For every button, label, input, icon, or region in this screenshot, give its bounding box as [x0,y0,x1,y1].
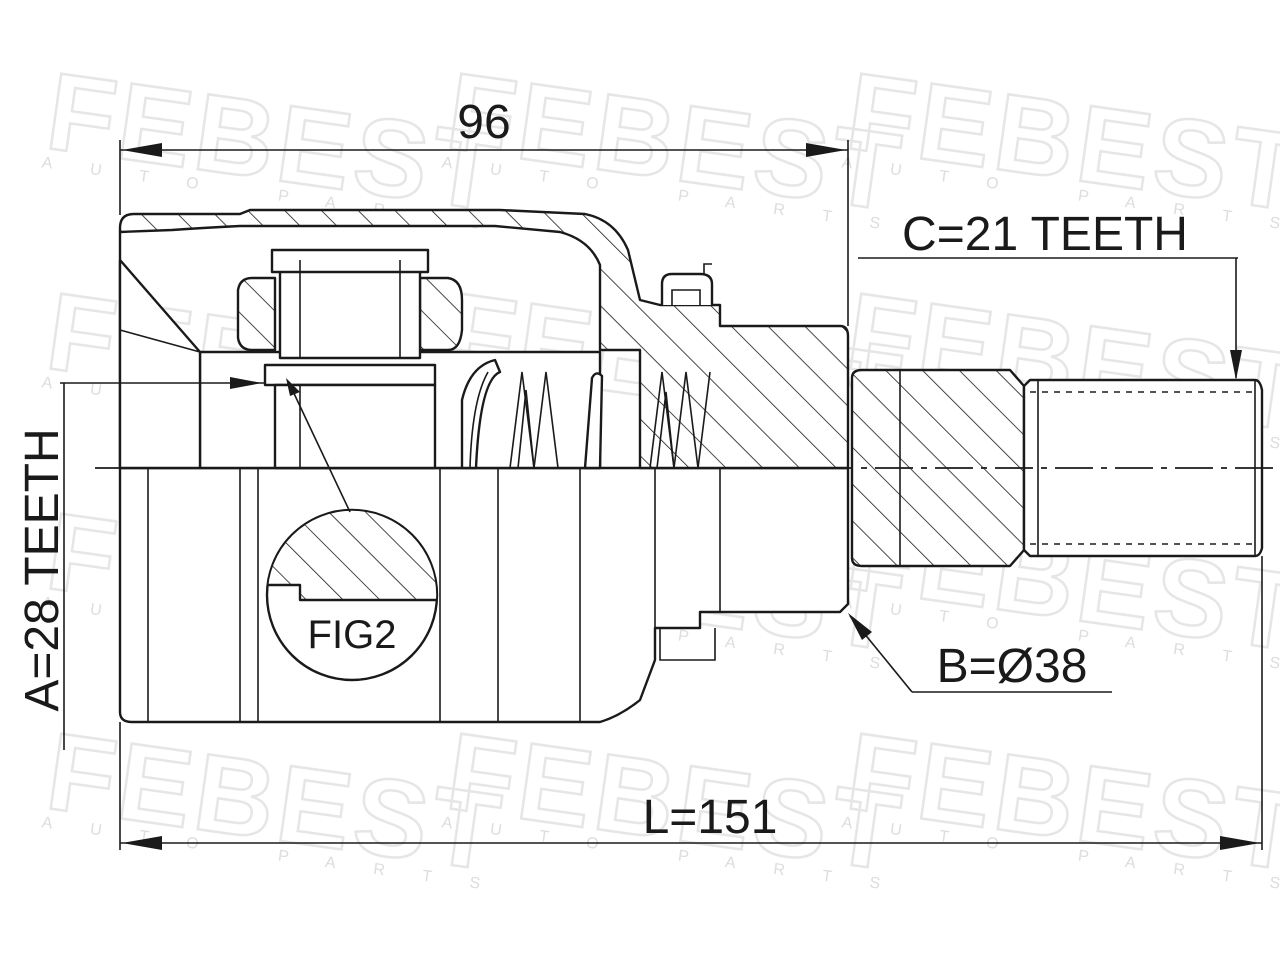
dimension-spline-c-label: C=21 TEETH [902,208,1188,261]
dimension-spline-a-label: A=28 TEETH [16,428,69,711]
dimension-spline-a: A=28 TEETH [16,377,265,750]
dimension-top-length-label: 96 [457,96,510,149]
dimension-top-length: 96 [119,96,849,326]
svg-text:FEBEST: FEBEST [40,50,511,236]
fig2-label: FIG2 [308,613,397,657]
svg-text:FEBEST: FEBEST [40,710,511,896]
dimension-total-length: L=151 [119,556,1263,850]
dimension-diameter-b-label: B=Ø38 [937,640,1088,693]
spring-group [460,358,711,470]
housing-exterior [118,466,850,724]
dimension-diameter-b: B=Ø38 [848,613,1112,693]
dimension-total-length-label: L=151 [643,791,778,844]
dimension-spline-c: C=21 TEETH [858,208,1242,380]
